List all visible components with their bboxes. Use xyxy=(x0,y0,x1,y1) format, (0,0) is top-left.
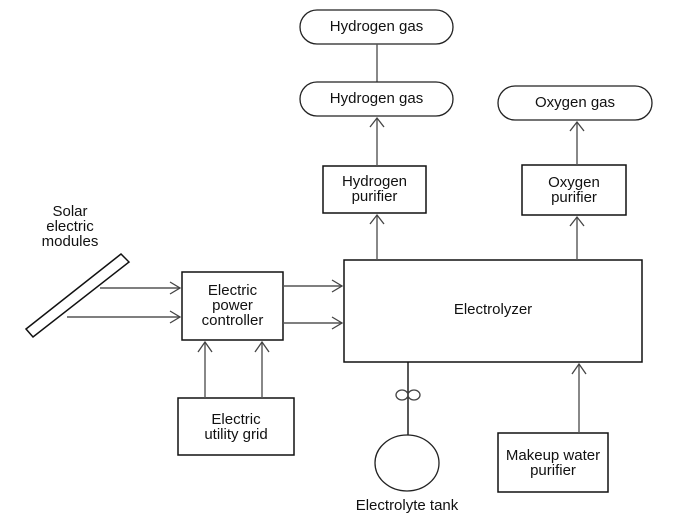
hydrogen-gas-top-label: Hydrogen gas xyxy=(329,18,424,35)
oxygen-purifier-node xyxy=(521,164,627,216)
hydrogen-gas-node xyxy=(299,81,454,117)
arrow-grid-to-controller-1 xyxy=(197,340,213,398)
electrolyte-tank-node xyxy=(374,434,440,492)
oxygen-purifier-label: Oxygen purifier xyxy=(548,174,600,206)
oxygen-gas-label: Oxygen gas xyxy=(534,94,616,111)
pump-icon xyxy=(395,389,421,401)
hydrogen-gas-label: Hydrogen gas xyxy=(329,90,424,107)
hydrogen-purifier-label: Hydrogen purifier xyxy=(341,173,408,205)
electrolyzer-node xyxy=(343,259,643,363)
arrow-controller-to-electrolyzer-1 xyxy=(283,279,344,293)
hydrogen-purifier-node xyxy=(322,165,427,214)
arrow-solar-to-controller-2 xyxy=(67,310,182,324)
arrow-controller-to-electrolyzer-2 xyxy=(283,316,344,330)
electrolyzer-label: Electrolyzer xyxy=(453,301,533,318)
solar-panel-icon xyxy=(24,252,131,339)
arrow-electrolyzer-to-opurifier xyxy=(569,215,585,260)
power-controller-node xyxy=(181,271,284,341)
oxygen-gas-node xyxy=(497,85,653,121)
power-controller-label: Electric power controller xyxy=(201,282,264,329)
solar-modules-label: Solar electric modules xyxy=(41,203,99,250)
makeup-water-purifier-node xyxy=(497,432,609,493)
utility-grid-node xyxy=(177,397,295,456)
electrolyte-tank-label: Electrolyte tank xyxy=(355,497,459,514)
arrow-electrolyzer-to-hpurifier xyxy=(369,213,385,260)
arrow-water-purifier-to-electrolyzer xyxy=(571,362,587,433)
arrow-solar-to-controller-1 xyxy=(100,281,182,295)
makeup-water-purifier-label: Makeup water purifier xyxy=(505,447,601,479)
arrow-grid-to-controller-2 xyxy=(254,340,270,398)
utility-grid-label: Electric utility grid xyxy=(204,411,268,443)
arrow-opurifier-to-ogas xyxy=(569,120,585,165)
arrow-hpurifier-to-hgas xyxy=(369,116,385,166)
